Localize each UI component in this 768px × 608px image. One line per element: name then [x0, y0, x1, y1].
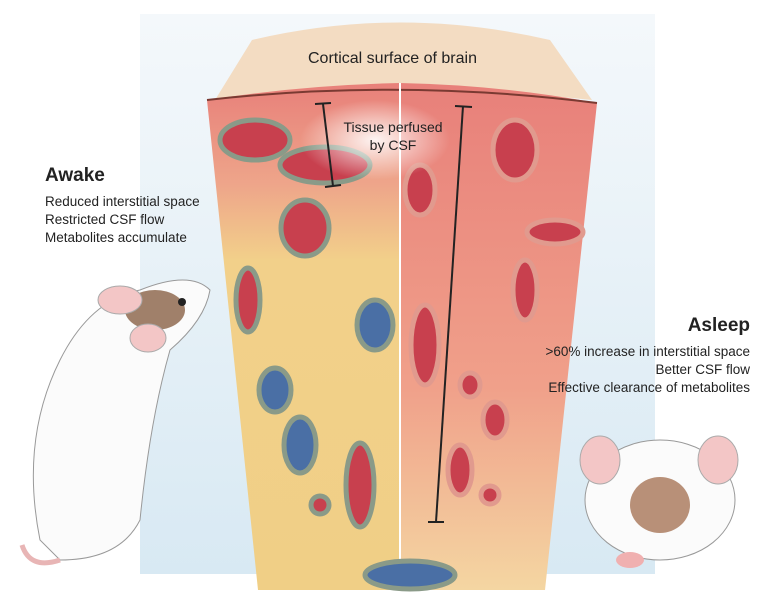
perfused-label: Tissue perfused by CSF [338, 118, 448, 154]
asleep-item: Better CSF flow [655, 362, 750, 377]
asleep-mouse [579, 435, 739, 568]
awake-item: Reduced interstitial space [45, 194, 200, 209]
asleep-item: Effective clearance of metabolites [548, 380, 750, 395]
asleep-vessels [402, 117, 586, 507]
awake-depth-bar [314, 102, 342, 188]
asleep-item: >60% increase in interstitial space [545, 344, 750, 359]
cortical-surface-label: Cortical surface of brain [308, 50, 477, 67]
awake-item: Restricted CSF flow [45, 212, 165, 227]
perfused-label-line2: by CSF [369, 137, 417, 153]
awake-mouse [19, 279, 211, 566]
awake-title: Awake [45, 165, 105, 186]
awake-panel: Awake Reduced interstitial space Restric… [45, 165, 200, 247]
asleep-title: Asleep [687, 315, 750, 336]
awake-item: Metabolites accumulate [45, 230, 187, 245]
csf-glow [300, 100, 450, 180]
perfused-label-line1: Tissue perfused [343, 119, 443, 135]
asleep-panel: Asleep >60% increase in interstitial spa… [546, 315, 750, 397]
cortical-surface [215, 22, 592, 100]
asleep-depth-bar [428, 105, 473, 523]
